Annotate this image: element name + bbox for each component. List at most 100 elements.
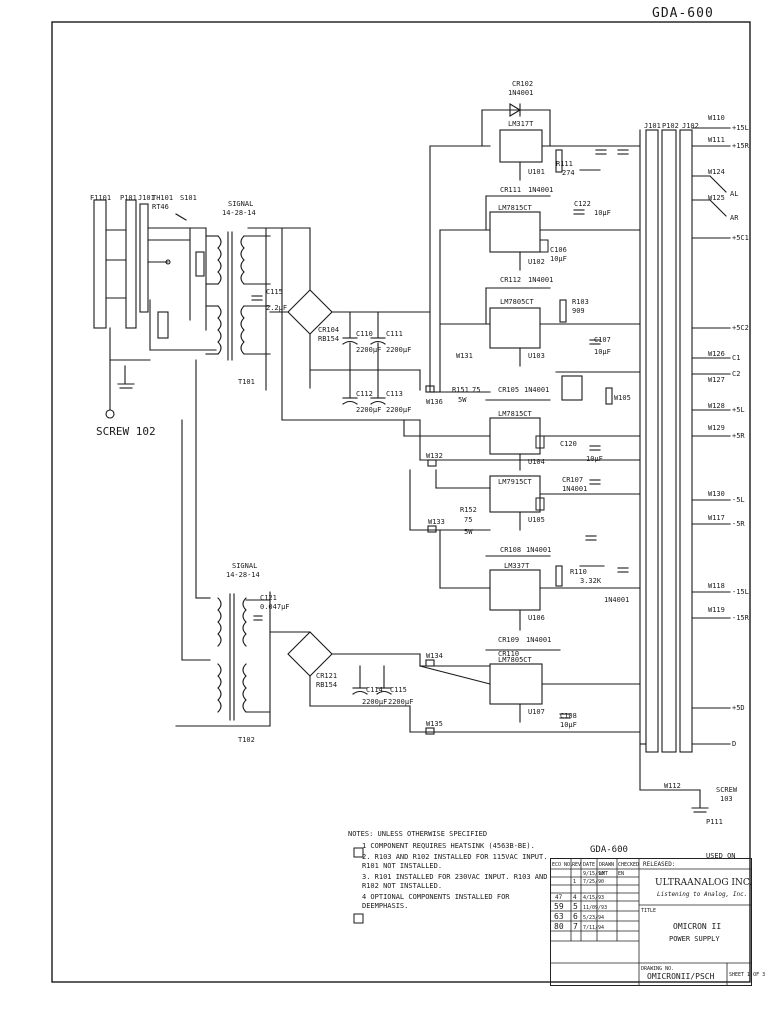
signal-top-line1: SIGNAL [228,200,254,208]
cap-c115b-value: 2200µF [388,698,414,706]
tb-drawing-no: OMICRONII/PSCH [647,972,715,981]
tb-row1-drawn: LMT [599,871,609,877]
diode-cr110-label: CR110 [498,650,520,658]
wire-right-11: W118 [708,582,725,590]
wire-right-1: W110 [708,114,725,122]
screw-103-line2: 103 [720,795,733,803]
note-3: 3. R101 INSTALLED FOR 230VAC INPUT. R103… [362,873,548,890]
tb-row4-rev: 5 [573,902,578,911]
regulator-1-part: LM317T [508,120,534,128]
tb-row6-eco: 80 [554,922,564,931]
diode-cr107-part: 1N4001 [562,485,588,493]
tb-header-rev: REV [572,862,582,868]
diode-cr111-label: CR111 [500,186,522,194]
tb-header-released: RELEASED: [643,861,676,868]
connector-p102-label: P102 [662,122,679,130]
output-c1: C1 [732,354,741,362]
screw-103-line1: SCREW [716,786,738,794]
drawing-reference-note: GDA-600 [652,6,714,21]
diode-cr108-label: CR108 [500,546,522,554]
tb-sheet: SHEET 1 OF 3 [729,972,766,978]
jack-j101-left-label: J101 [138,194,155,202]
tb-row5-eco: 63 [554,912,564,921]
wire-right-4: W125 [708,194,725,202]
wire-right-5: W126 [708,350,725,358]
bridge-top-label: CR104 [318,326,340,334]
tb-row3-date: 4/15/93 [583,895,605,901]
connector-p111-label: P111 [706,818,723,826]
diode-cr102-label: CR102 [512,80,534,88]
tb-row6-rev: 7 [573,922,578,931]
output-15r: +15R [732,142,749,150]
notes-title: NOTES: UNLESS OTHERWISE SPECIFIED [348,830,488,838]
regulator-7-part: LM7805CT [498,656,532,664]
regulator-5-part: LM7915CT [498,478,532,486]
diode-cr105-label: CR105 [498,386,520,394]
wire-right-3: W124 [708,168,725,176]
tb-row6-date: 7/11/94 [583,925,605,931]
signal-bottom-line2: 14-28-14 [226,571,260,579]
title-block-doc-title: GDA-600 [590,845,628,855]
tb-header-date: DATE [583,862,596,868]
resistor-r111-label: R111 [556,160,573,168]
resistor-r103-label: R103 [572,298,589,306]
tb-row4-date: 11/09/93 [583,905,608,911]
tb-row3-eco: 47 [555,894,563,901]
tb-title-line2: POWER SUPPLY [669,935,720,943]
output-5d: +5D [732,704,745,712]
output-al: AL [730,190,739,198]
tb-row5-date: 5/23/94 [583,915,605,921]
wire-w134-label: W134 [426,652,443,660]
regulator-7-id: U107 [528,708,545,716]
regulator-6-id: U106 [528,614,545,622]
wire-w136-label: W136 [426,398,443,406]
output-15l: +15L [732,124,749,132]
tb-row3-rev: 4 [573,894,577,901]
cap-c115b-label: C115 [390,686,407,694]
resistor-r110-value: 3.32K [580,577,602,585]
output-5l: +5L [732,406,745,414]
resistor-r103-value: 909 [572,307,585,315]
note-2: 2. R103 AND R102 INSTALLED FOR 115VAC IN… [362,853,548,870]
diode-cr102-part: 1N4001 [508,89,534,97]
regulator-2-id: U102 [528,258,545,266]
wire-right-6: W127 [708,376,725,384]
cap-c113-label: C113 [386,390,403,398]
resistor-r151-label: R151 [452,386,469,394]
wire-right-9: W130 [708,490,725,498]
cap-c107-value: 10µF [594,348,611,356]
tb-header-eco: ECO NO. [552,862,574,868]
diode-cr110-part: 1N4001 [604,596,630,604]
wire-w133-label: W133 [428,518,445,526]
title-block: ECO NO. REV DATE DRAWN CHECKED RELEASED:… [550,858,765,986]
cap-c110-label: C110 [356,330,373,338]
cap-c108-label: C108 [560,712,577,720]
cap-c113-value: 2200µF [386,406,412,414]
cap-c121-label: C121 [260,594,277,602]
regulator-1-id: U101 [528,168,545,176]
tb-title-label: TITLE [641,908,657,914]
regulator-6-part: LM337T [504,562,530,570]
resistor-r152-rating: 5W [464,528,473,536]
resistor-r151-rating: 5W [458,396,467,404]
output-ar: AR [730,214,739,222]
wire-w135-label: W135 [426,720,443,728]
cap-c115-value: 2.2µF [266,304,288,312]
tb-title-line1: OMICRON II [673,922,722,931]
cap-c114-value: 2200µF [362,698,388,706]
output-neg15l: -15L [732,588,749,596]
tb-row2-rev: 1 [573,879,577,885]
regulator-3-part: LM7805CT [500,298,534,306]
drawing-notes: NOTES: UNLESS OTHERWISE SPECIFIED 1 COMP… [348,830,548,913]
diode-cr107-label: CR107 [562,476,584,484]
transformer-t101-label: T101 [238,378,255,386]
cap-c122-label: C122 [574,200,591,208]
cap-c111-label: C111 [386,330,403,338]
bridge-top-part: RB154 [318,335,340,343]
bridge-bottom-label: CR121 [316,672,338,680]
tb-header-checked: CHECKED [618,862,640,868]
cap-c111-value: 2200µF [386,346,412,354]
cap-c110-value: 2200µF [356,346,382,354]
cap-c120-value: 10µF [586,455,603,463]
